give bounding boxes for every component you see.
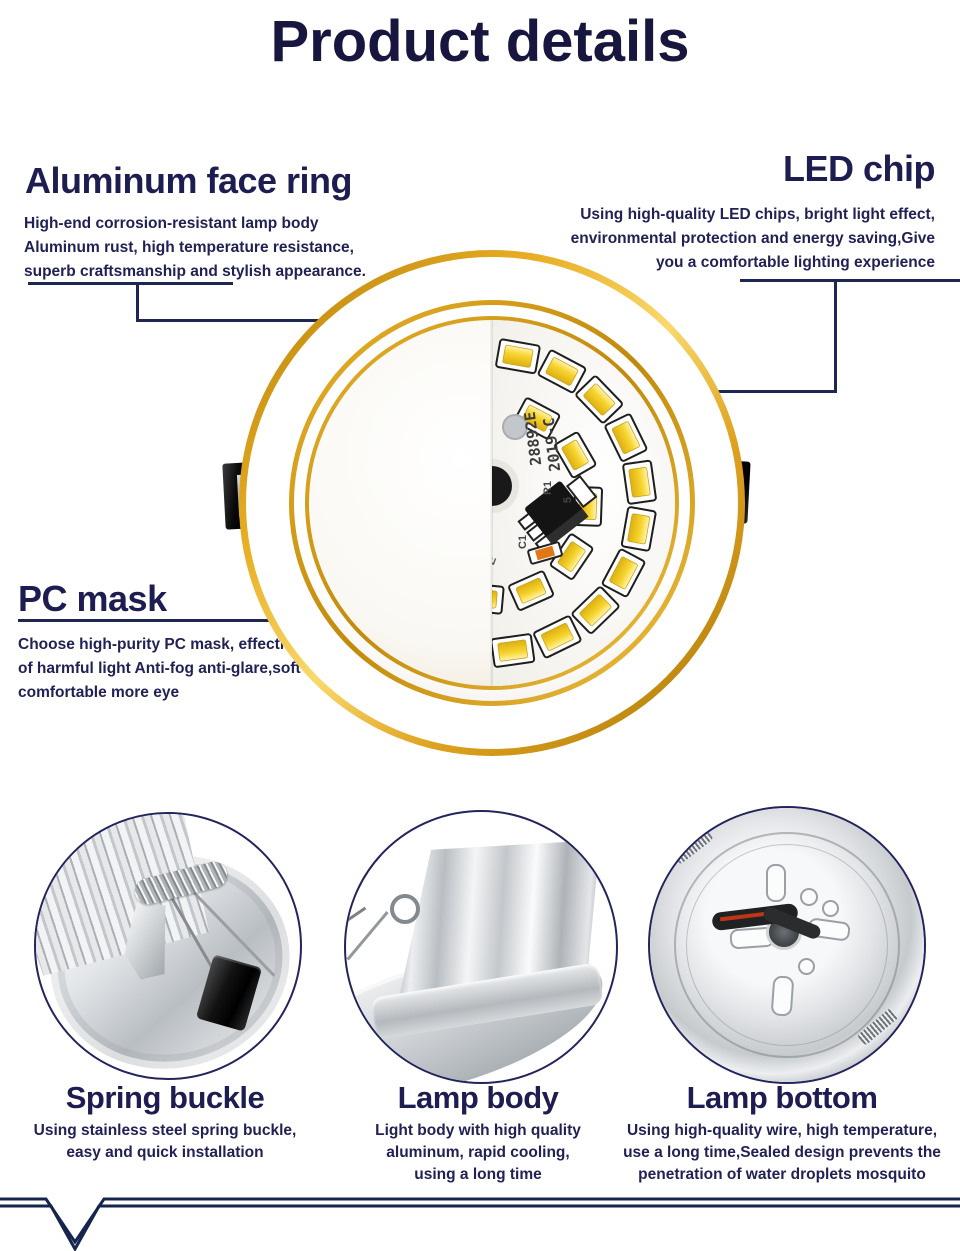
vent-hole <box>822 900 839 917</box>
lamp-body-photo <box>344 810 618 1084</box>
spring-buckle-photo <box>34 812 302 1080</box>
callout-line-aluminum-vertical <box>136 282 139 322</box>
lamp-bottom-photo <box>648 806 926 1084</box>
callout-line-aluminum-underline <box>28 282 233 285</box>
aluminum-face-ring-heading: Aluminum face ring <box>25 160 353 201</box>
led-chip-description: Using high-quality LED chips, bright lig… <box>570 206 935 271</box>
bottom-ring-line <box>674 832 900 1058</box>
led-chip-heading: LED chip <box>782 148 936 189</box>
lamp-bottom-heading: Lamp bottom <box>686 1080 878 1115</box>
driver-ic-chip <box>517 474 598 553</box>
pcb-ref-edge: E <box>483 554 499 566</box>
pcb-ref-5: 5 <box>562 497 574 503</box>
pcb-screw-hole <box>502 414 528 440</box>
pcb-ref-c1: C1 <box>517 535 529 549</box>
lamp-bottom-description: Using high-quality wire, high temperatur… <box>623 1122 941 1183</box>
vent-hole <box>800 888 818 906</box>
callout-line-led-underline <box>740 279 960 282</box>
spring-buckle-description: Using stainless steel spring buckle, eas… <box>33 1122 297 1161</box>
vent-slot <box>766 864 786 902</box>
callout-line-aluminum-horizontal <box>136 319 391 322</box>
led-pcb-half: 28892E 2019-C R1 5 C1 E <box>483 320 675 686</box>
spring-buckle-section: Spring buckle Using stainless steel spri… <box>10 1080 320 1164</box>
mask-pcb-divider <box>490 320 493 686</box>
smd-resistor <box>527 541 563 565</box>
aluminum-face-ring-description: High-end corrosion-resistant lamp body A… <box>24 215 366 280</box>
lamp-body-description: Light body with high quality aluminum, r… <box>375 1122 581 1183</box>
spring-buckle-heading: Spring buckle <box>65 1080 265 1115</box>
pcb-center-hole <box>492 466 512 506</box>
callout-line-led-vertical <box>834 279 837 393</box>
bottom-ring-line <box>686 844 888 1046</box>
led-chip-array <box>492 338 657 668</box>
bottom-divider-arrow <box>0 1197 960 1251</box>
callout-line-pcmask-underline <box>18 619 440 622</box>
lamp-bottom-section: Lamp bottom Using high-quality wire, hig… <box>614 1080 950 1186</box>
page-title: Product details <box>270 9 690 74</box>
lamp-body-section: Lamp body Light body with high quality a… <box>328 1080 628 1186</box>
vent-hole <box>798 958 815 975</box>
spring-pin-graphic <box>346 911 389 961</box>
spring-pin-loop-graphic <box>390 894 420 924</box>
pc-mask-heading: PC mask <box>18 578 167 619</box>
downlight-product-image: 28892E 2019-C R1 5 C1 E <box>239 250 745 756</box>
lamp-body-heading: Lamp body <box>397 1080 559 1115</box>
pcb-ref-r1: R1 <box>542 481 554 495</box>
vent-slot <box>770 975 795 1017</box>
